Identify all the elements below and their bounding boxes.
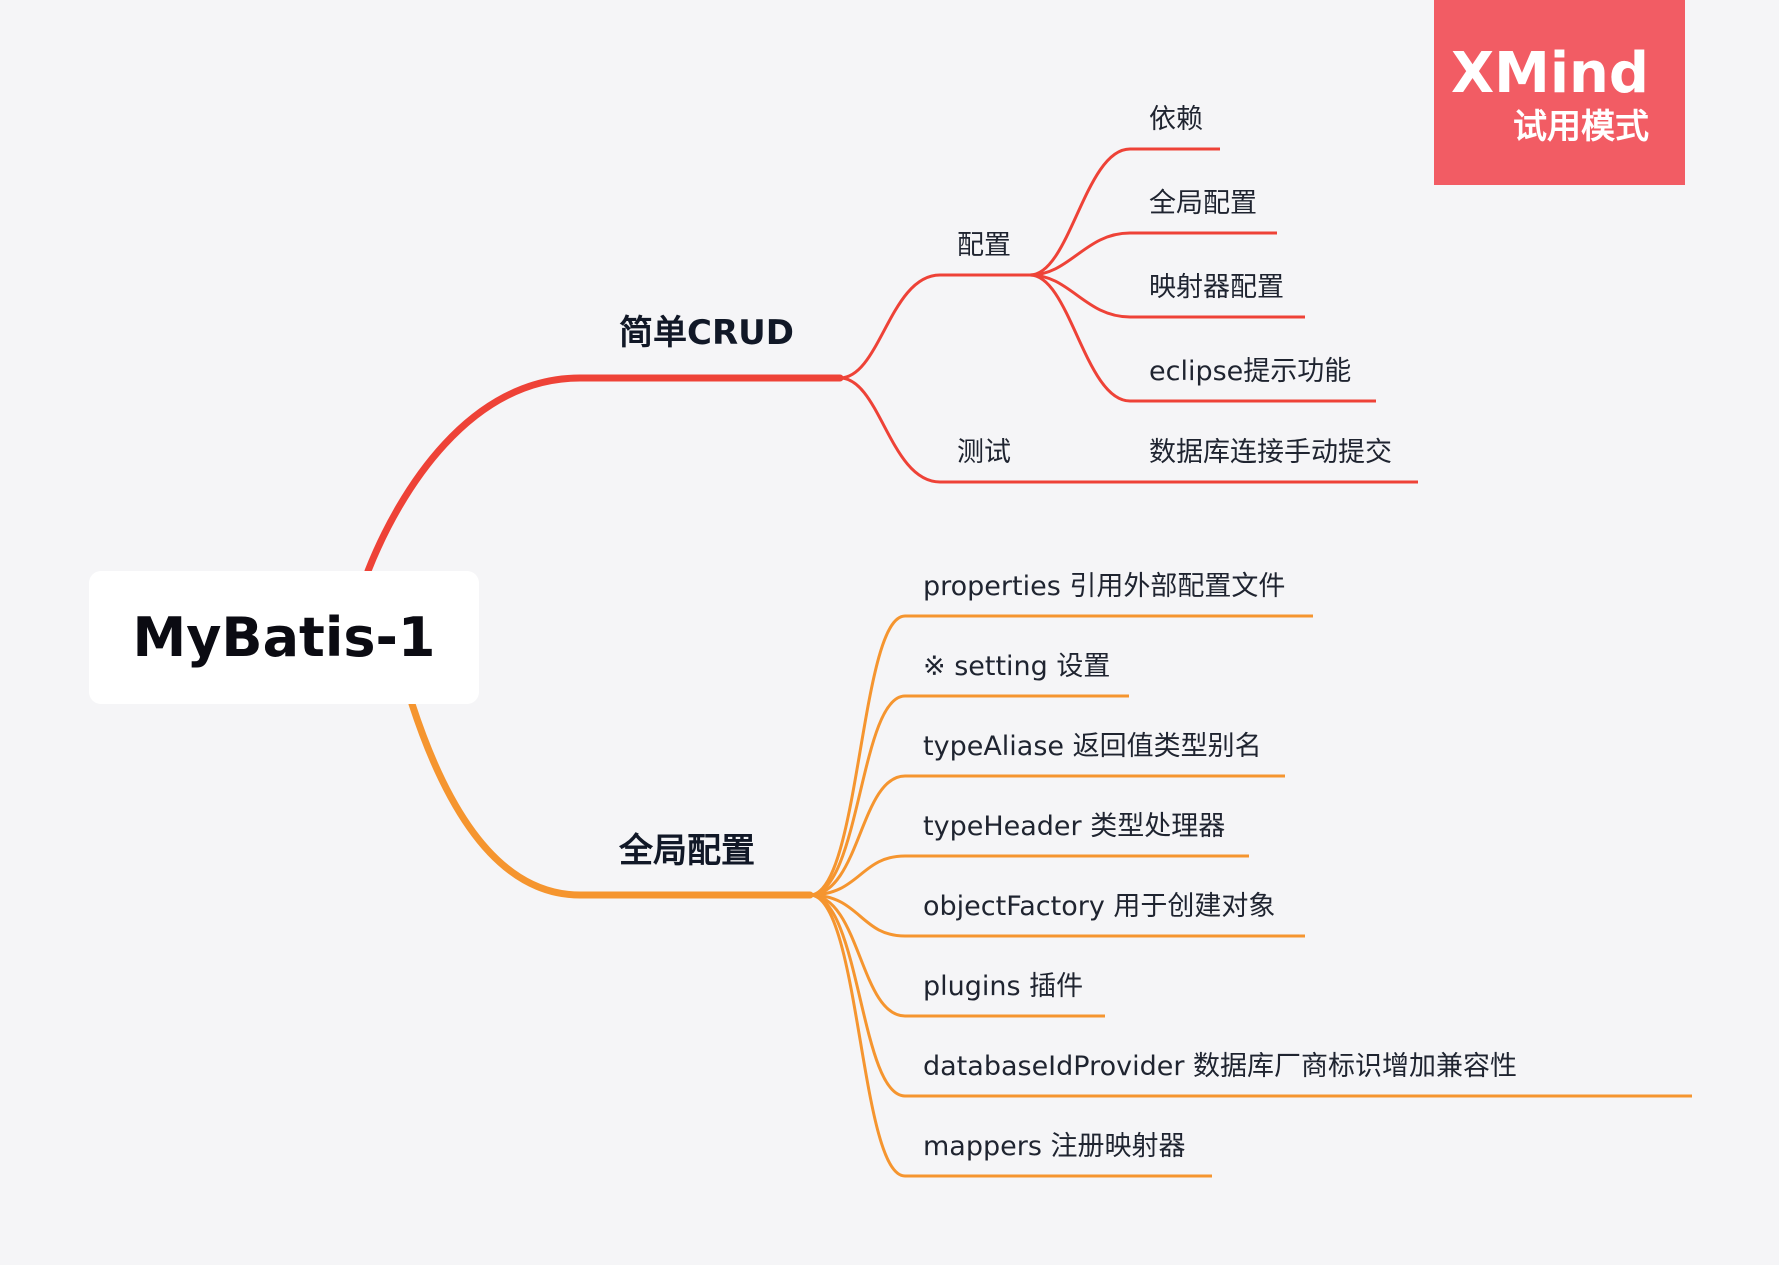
underline-objectfactory — [809, 893, 1305, 938]
underline-setting — [809, 694, 1129, 897]
leaf-eclipse-hint[interactable]: eclipse提示功能 — [1149, 356, 1352, 387]
leaf-dependency[interactable]: 依赖 — [1149, 104, 1203, 135]
badge-brand: XMind — [1450, 41, 1649, 106]
underline-properties — [809, 614, 1313, 897]
root-topic-label: MyBatis-1 — [132, 606, 436, 669]
leaf-properties[interactable]: properties 引用外部配置文件 — [923, 571, 1286, 602]
branch-topic-global-config[interactable]: 全局配置 — [619, 831, 755, 871]
leaf-global-config[interactable]: 全局配置 — [1149, 188, 1257, 219]
root-topic[interactable]: MyBatis-1 — [89, 571, 479, 704]
xmind-trial-badge: XMind 试用模式 — [1434, 0, 1685, 185]
leaf-objectfactory[interactable]: objectFactory 用于创建对象 — [923, 891, 1276, 922]
subtopic-config[interactable]: 配置 — [957, 230, 1011, 261]
connector-crud-to-config — [839, 273, 1030, 380]
underline-mappers — [809, 893, 1212, 1178]
leaf-plugins[interactable]: plugins 插件 — [923, 971, 1084, 1002]
leaf-databaseidprovider[interactable]: databaseIdProvider 数据库厂商标识增加兼容性 — [923, 1051, 1518, 1082]
leaf-mapper-config[interactable]: 映射器配置 — [1149, 272, 1284, 303]
underline-eclipse-hint — [1029, 273, 1376, 403]
leaf-typealiase[interactable]: typeAliase 返回值类型别名 — [923, 731, 1262, 762]
leaf-db-manual-commit[interactable]: 数据库连接手动提交 — [1149, 437, 1392, 468]
leaf-typeheader[interactable]: typeHeader 类型处理器 — [923, 811, 1226, 842]
branch-topic-crud[interactable]: 简单CRUD — [619, 313, 794, 353]
connector-root-to-global — [408, 700, 814, 899]
connector-root-to-crud — [364, 374, 844, 575]
subtopic-test[interactable]: 测试 — [957, 437, 1011, 468]
leaf-setting[interactable]: ※ setting 设置 — [923, 651, 1111, 682]
underline-mapper-config — [1029, 273, 1305, 319]
underline-typeheader — [809, 854, 1249, 897]
underline-typealiase — [809, 774, 1285, 897]
connector-crud-to-test — [839, 376, 1130, 484]
underline-global-config-leaf — [1029, 231, 1277, 277]
underline-databaseidprovider — [809, 893, 1692, 1098]
badge-mode: 试用模式 — [1513, 107, 1649, 147]
underline-plugins — [809, 893, 1105, 1018]
underline-dependency — [1029, 147, 1220, 277]
leaf-mappers[interactable]: mappers 注册映射器 — [923, 1131, 1186, 1162]
